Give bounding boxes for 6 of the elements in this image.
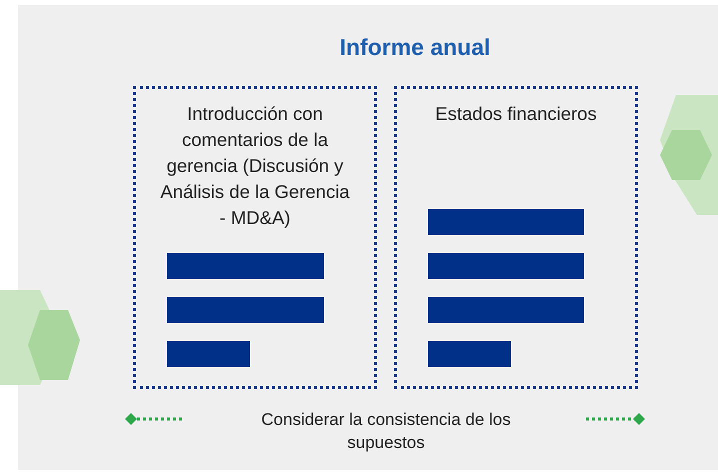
note-text: Considerar la consistencia de los supuestos: [260, 409, 512, 454]
box-text: Estados financieros: [434, 102, 598, 126]
title: Informe anual: [338, 34, 492, 61]
dotted-box: [394, 86, 638, 389]
dotted-box: [133, 86, 377, 389]
box-text: Introducción con comentarios de la gerencia (Discusión y Análisis de la Gerencia - MD&A): [160, 102, 350, 230]
